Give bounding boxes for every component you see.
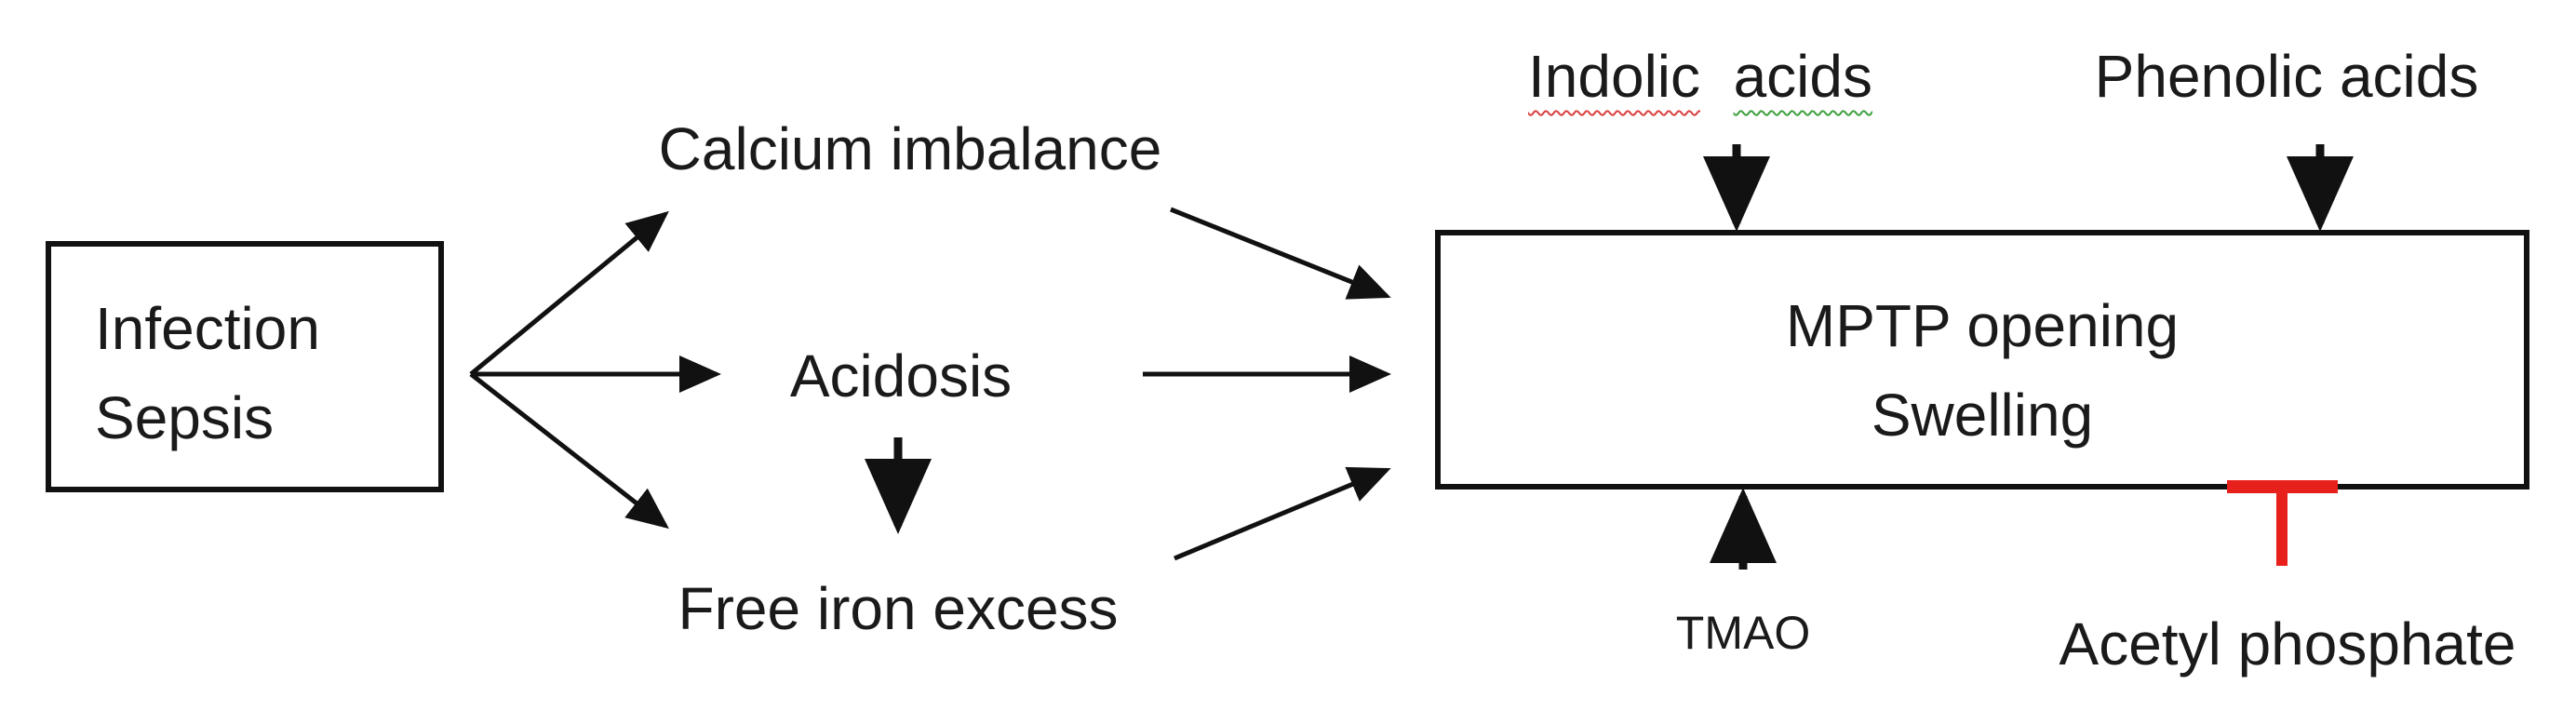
- sepsis-text: Sepsis: [95, 384, 275, 451]
- infection-sepsis-label: Infection Sepsis: [95, 284, 320, 463]
- calcium-imbalance-label: Calcium imbalance: [658, 115, 1162, 182]
- mptp-label: MPTP opening Swelling: [1786, 281, 2179, 460]
- swelling-text: Swelling: [1871, 382, 2094, 449]
- mptp-opening-text: MPTP opening: [1785, 292, 2180, 359]
- acidosis-label: Acidosis: [789, 342, 1013, 409]
- arrow-infection-to-iron: [469, 372, 669, 530]
- arrow-infection-to-calcium: [469, 210, 669, 376]
- tmao-label: TMAO: [1675, 607, 1811, 659]
- indolic-word: Indolic: [1528, 43, 1700, 110]
- arrow-iron-to-mptp: [1174, 466, 1391, 561]
- mptp-box: [1435, 230, 2529, 490]
- infection-sepsis-box: [46, 241, 444, 492]
- arrow-calcium-to-mptp: [1170, 207, 1391, 300]
- indolic-acids-label: Indolic acids: [1528, 47, 1872, 106]
- free-iron-excess-label: Free iron excess: [678, 575, 1119, 642]
- phenolic-acids-label: Phenolic acids: [2094, 43, 2479, 110]
- infection-text: Infection: [95, 295, 320, 362]
- acetyl-phosphate-label: Acetyl phosphate: [2059, 610, 2516, 677]
- acids-word: acids: [1733, 43, 1872, 110]
